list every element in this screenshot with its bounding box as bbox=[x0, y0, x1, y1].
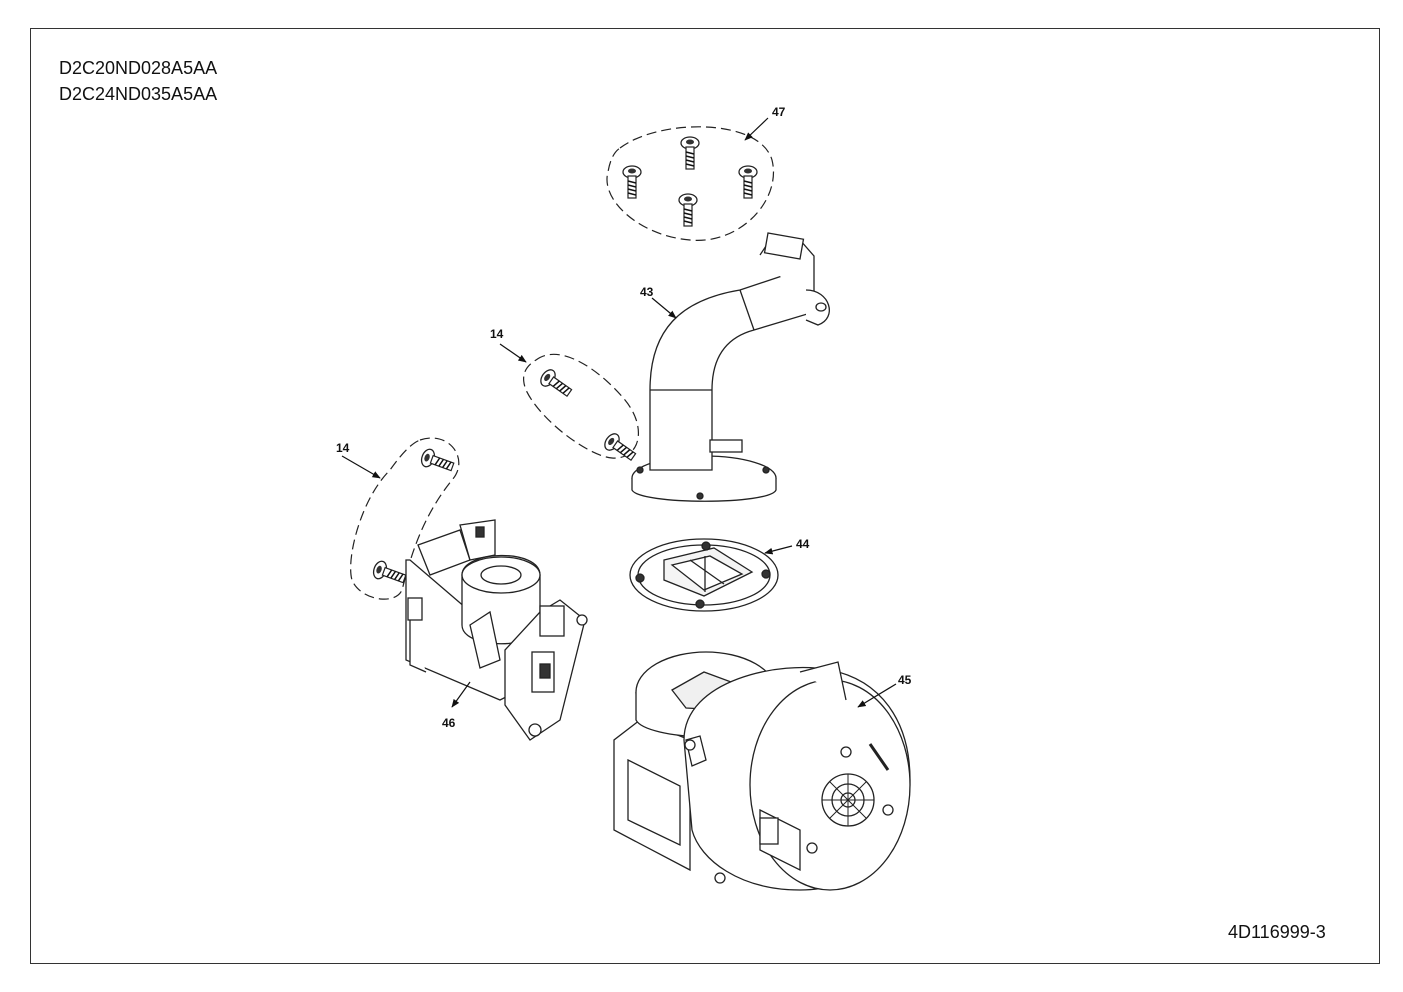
callout-44: 44 bbox=[796, 537, 810, 551]
callout-46: 46 bbox=[442, 716, 456, 730]
callout-45: 45 bbox=[898, 673, 912, 687]
leader-46 bbox=[451, 681, 471, 708]
callout-47: 47 bbox=[772, 105, 786, 119]
gas-valve-46 bbox=[405, 519, 588, 741]
document-number: 4D116999-3 bbox=[1228, 922, 1326, 942]
drawing-frame bbox=[30, 28, 1380, 964]
exhaust-elbow-43 bbox=[631, 232, 830, 502]
leader-14-middle bbox=[499, 343, 527, 363]
model-number-2: D2C24ND035A5AA bbox=[59, 84, 218, 104]
gasket-44 bbox=[629, 538, 779, 612]
leader-47 bbox=[744, 117, 769, 141]
leader-43 bbox=[651, 297, 677, 319]
inducer-blower-45 bbox=[613, 651, 911, 891]
model-number-1: D2C20ND028A5AA bbox=[59, 58, 218, 78]
screw-set-14-left bbox=[350, 437, 460, 600]
leader-44 bbox=[764, 545, 793, 555]
screw-set-14-middle bbox=[523, 353, 640, 466]
callout-43: 43 bbox=[640, 285, 654, 299]
leader-45 bbox=[857, 683, 897, 708]
callout-14-left: 14 bbox=[336, 441, 350, 455]
leader-14-left bbox=[341, 455, 381, 479]
callout-14-middle: 14 bbox=[490, 327, 504, 341]
screw-set-47 bbox=[606, 126, 775, 241]
